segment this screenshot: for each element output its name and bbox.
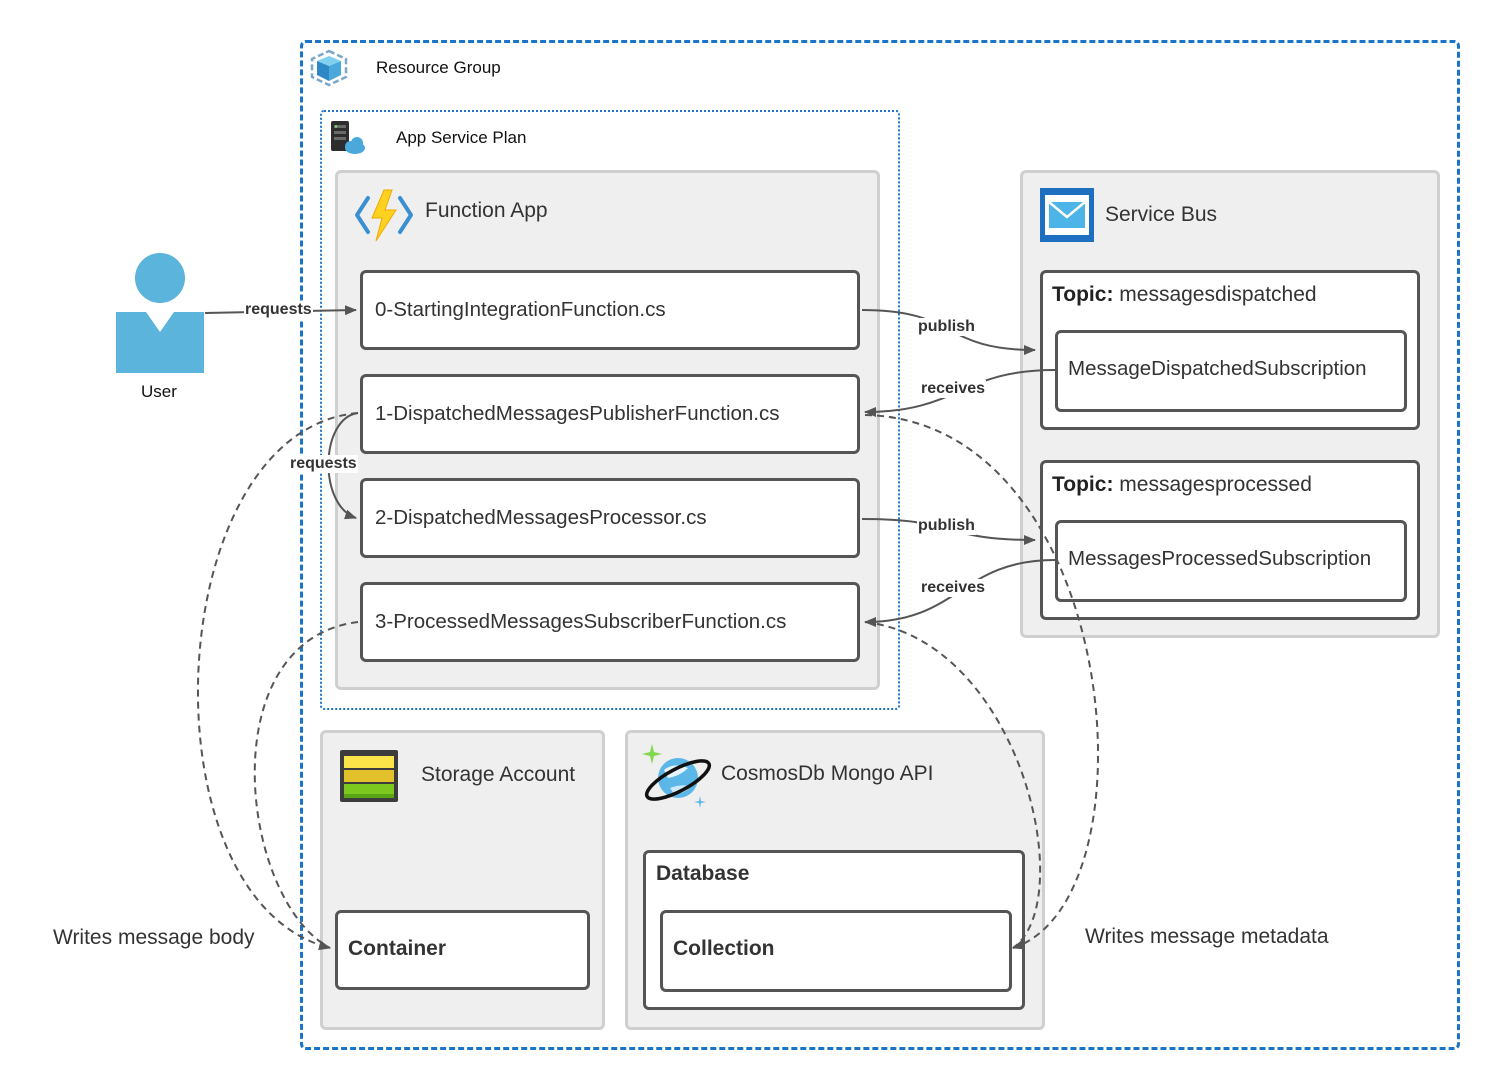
database-label: Database [656, 862, 750, 885]
edge-label-publish-2: publish [917, 517, 976, 535]
edge-write-metadata-1 [864, 414, 1099, 950]
cube-icon [308, 48, 350, 88]
note-writes-message-body: Writes message body [53, 926, 255, 949]
subscription-name-1: MessagesProcessedSubscription [1068, 547, 1372, 570]
lightning-brackets-icon [354, 188, 414, 243]
topic-prefix-1: Topic: [1052, 473, 1114, 496]
edge-write-metadata-2 [864, 621, 1042, 949]
user-label: User [141, 382, 177, 401]
subscription-box-0[interactable]: MessageDispatchedSubscription [1055, 330, 1407, 412]
database-box[interactable]: Database Collection [643, 850, 1025, 1010]
topic-name-1: messagesprocessed [1119, 473, 1312, 496]
edge-label-requests-internal: requests [289, 455, 358, 473]
topic-name-0: messagesdispatched [1119, 283, 1317, 306]
user-icon [112, 252, 208, 376]
topic-box-1[interactable]: Topic: messagesprocessed MessagesProcess… [1040, 460, 1420, 620]
function-box-3[interactable]: 3-ProcessedMessagesSubscriberFunction.cs [360, 582, 860, 662]
cosmos-label: CosmosDb Mongo API [721, 762, 934, 785]
function-box-0[interactable]: 0-StartingIntegrationFunction.cs [360, 270, 860, 350]
resource-group-boundary [300, 40, 1460, 1050]
collection-label: Collection [673, 937, 775, 960]
subscription-name-0: MessageDispatchedSubscription [1068, 357, 1367, 380]
function-box-1[interactable]: 1-DispatchedMessagesPublisherFunction.cs [360, 374, 860, 454]
edge-label-publish-1: publish [917, 318, 976, 336]
subscription-box-1[interactable]: MessagesProcessedSubscription [1055, 520, 1407, 602]
edge-label-receives-2: receives [920, 579, 987, 597]
topic-title-0: Topic: messagesdispatched [1052, 283, 1317, 307]
container-label: Container [348, 937, 447, 960]
resource-group-label: Resource Group [376, 58, 501, 77]
edge-write-body-2 [253, 621, 359, 949]
edge-write-body-1 [196, 412, 359, 951]
function-app-label: Function App [425, 199, 548, 222]
function-name-2: 2-DispatchedMessagesProcessor.cs [375, 506, 707, 529]
topic-prefix-0: Topic: [1052, 283, 1114, 306]
function-name-3: 3-ProcessedMessagesSubscriberFunction.cs [375, 610, 787, 633]
collection-box[interactable]: Collection [660, 910, 1012, 992]
note-writes-message-metadata: Writes message metadata [1085, 925, 1329, 948]
edge-label-requests-user: requests [244, 301, 313, 319]
app-service-plan-label: App Service Plan [396, 128, 527, 147]
service-bus-label: Service Bus [1105, 203, 1218, 226]
topic-title-1: Topic: messagesprocessed [1052, 473, 1312, 497]
function-name-1: 1-DispatchedMessagesPublisherFunction.cs [375, 402, 780, 425]
edge-label-receives-1: receives [920, 380, 987, 398]
container-box[interactable]: Container [335, 910, 590, 990]
cosmos-planet-icon [640, 742, 715, 810]
storage-icon [338, 748, 400, 804]
function-box-2[interactable]: 2-DispatchedMessagesProcessor.cs [360, 478, 860, 558]
topic-box-0[interactable]: Topic: messagesdispatched MessageDispatc… [1040, 270, 1420, 430]
envelope-icon [1038, 186, 1096, 244]
server-cloud-icon [328, 118, 368, 158]
function-name-0: 0-StartingIntegrationFunction.cs [375, 298, 666, 321]
storage-account-label: Storage Account [421, 763, 576, 786]
